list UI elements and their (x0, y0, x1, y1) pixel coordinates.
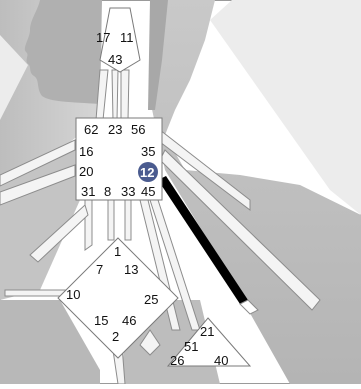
gate-56: 56 (131, 122, 145, 137)
gate-25: 25 (144, 292, 158, 307)
gate-51: 51 (184, 339, 198, 354)
gate-43: 43 (108, 52, 122, 67)
gate-40: 40 (214, 353, 228, 368)
gate-21: 21 (200, 324, 214, 339)
gate-33: 33 (121, 184, 135, 199)
gate-2: 2 (112, 329, 119, 344)
gate-46: 46 (122, 313, 136, 328)
gate-10: 10 (66, 287, 80, 302)
gate-62: 62 (84, 122, 98, 137)
gate-8: 8 (104, 184, 111, 199)
gate-17: 17 (96, 30, 110, 45)
gate-7: 7 (96, 262, 103, 277)
gate-20: 20 (79, 164, 93, 179)
gate-35: 35 (141, 144, 155, 159)
gate-1: 1 (114, 244, 121, 259)
gate-11: 11 (120, 30, 134, 45)
gate-13: 13 (124, 262, 138, 277)
gate-26: 26 (170, 353, 184, 368)
gate-15: 15 (94, 313, 108, 328)
gate-23: 23 (108, 122, 122, 137)
gate-45: 45 (141, 184, 155, 199)
gate-16: 16 (79, 144, 93, 159)
gate-31: 31 (81, 184, 95, 199)
gate-12: 12 (140, 165, 154, 180)
